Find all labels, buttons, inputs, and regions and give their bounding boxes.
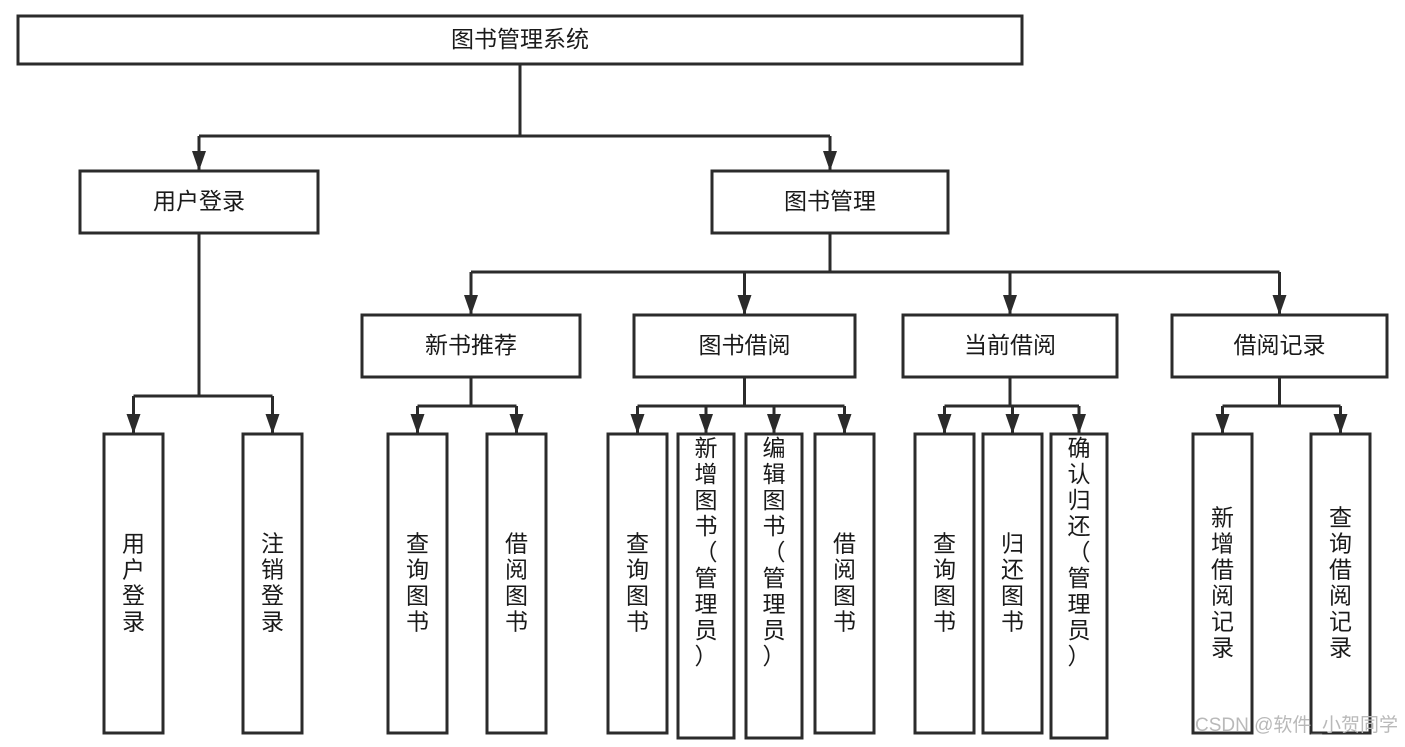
node-leaf-borrow-book[interactable]: 借阅图书 [813, 432, 876, 735]
node-leaf-query-borrow-record[interactable]: 查询借阅记录 [1309, 432, 1372, 735]
node-label-book-manage: 图书管理 [784, 188, 876, 214]
node-leaf-edit-book-admin[interactable]: 编辑图书（管理员） [744, 432, 804, 740]
node-box-leaf-query-book-current [913, 432, 976, 735]
node-box-book-manage [710, 169, 950, 235]
node-label-root: 图书管理系统 [451, 26, 589, 52]
node-label-leaf-edit-book-admin: 编辑图书（管理员） [763, 435, 786, 669]
nodes-layer: 图书管理系统用户登录图书管理新书推荐图书借阅当前借阅借阅记录用户登录注销登录查询… [16, 14, 1389, 740]
node-leaf-add-borrow-record[interactable]: 新增借阅记录 [1191, 432, 1254, 735]
node-borrow-record[interactable]: 借阅记录 [1170, 313, 1389, 379]
node-box-borrow-record [1170, 313, 1389, 379]
node-label-leaf-logout-login: 注销登录 [261, 531, 284, 635]
node-leaf-query-book-current[interactable]: 查询图书 [913, 432, 976, 735]
node-leaf-query-book-recommend[interactable]: 查询图书 [386, 432, 449, 735]
node-label-leaf-query-book-recommend: 查询图书 [406, 531, 429, 635]
node-box-leaf-confirm-return-admin [1049, 432, 1109, 740]
node-label-current-borrow: 当前借阅 [964, 332, 1056, 358]
node-label-leaf-borrow-book-recommend: 借阅图书 [505, 531, 528, 635]
arrow-head-borrow-record-0 [1215, 414, 1230, 434]
node-box-leaf-logout-login [241, 432, 304, 735]
node-leaf-confirm-return-admin[interactable]: 确认归还（管理员） [1049, 432, 1109, 740]
node-box-leaf-user-login [102, 432, 165, 735]
arrow-head-current-borrow-1 [1005, 414, 1020, 434]
node-leaf-logout-login[interactable]: 注销登录 [241, 432, 304, 735]
node-label-leaf-user-login: 用户登录 [122, 531, 145, 635]
node-label-leaf-add-book-admin: 新增图书（管理员） [695, 435, 718, 669]
node-box-user-login [78, 169, 320, 235]
node-leaf-add-book-admin[interactable]: 新增图书（管理员） [676, 432, 736, 740]
connectors-layer [126, 64, 1348, 434]
node-leaf-return-book[interactable]: 归还图书 [981, 432, 1044, 735]
arrow-head-user-login-1 [265, 414, 280, 434]
node-label-leaf-return-book: 归还图书 [1001, 531, 1024, 635]
node-book-manage[interactable]: 图书管理 [710, 169, 950, 235]
node-box-leaf-query-book-borrow [606, 432, 669, 735]
node-label-leaf-query-book-borrow: 查询图书 [626, 531, 649, 635]
node-box-leaf-add-borrow-record [1191, 432, 1254, 735]
arrow-head-book-borrow-2 [767, 414, 781, 434]
arrow-head-book-borrow-0 [630, 414, 645, 434]
node-user-login[interactable]: 用户登录 [78, 169, 320, 235]
node-leaf-query-book-borrow[interactable]: 查询图书 [606, 432, 669, 735]
node-box-leaf-query-book-recommend [386, 432, 449, 735]
node-label-leaf-query-book-current: 查询图书 [933, 531, 956, 635]
node-leaf-borrow-book-recommend[interactable]: 借阅图书 [485, 432, 548, 735]
node-label-user-login: 用户登录 [153, 188, 245, 214]
node-box-leaf-add-book-admin [676, 432, 736, 740]
arrow-head-user-login-0 [126, 414, 141, 434]
node-box-current-borrow [901, 313, 1119, 379]
arrow-head-current-borrow-2 [1072, 414, 1086, 434]
csdn-watermark: CSDN @软件_小贺同学 [1195, 714, 1398, 736]
node-box-leaf-query-borrow-record [1309, 432, 1372, 735]
node-label-leaf-query-borrow-record: 查询借阅记录 [1329, 505, 1352, 661]
node-box-leaf-return-book [981, 432, 1044, 735]
arrow-head-new-book-recommend-0 [410, 414, 425, 434]
arrow-head-book-manage-3 [1272, 295, 1287, 315]
node-root[interactable]: 图书管理系统 [16, 14, 1024, 66]
arrow-head-root-1 [823, 151, 837, 171]
arrow-head-current-borrow-0 [937, 414, 952, 434]
arrow-head-book-manage-0 [464, 295, 478, 315]
arrow-head-book-borrow-3 [837, 414, 852, 434]
node-box-root [16, 14, 1024, 66]
arrow-head-root-0 [192, 151, 206, 171]
node-box-leaf-borrow-book [813, 432, 876, 735]
node-new-book-recommend[interactable]: 新书推荐 [360, 313, 582, 379]
node-box-leaf-borrow-book-recommend [485, 432, 548, 735]
arrow-head-borrow-record-1 [1333, 414, 1348, 434]
node-label-book-borrow: 图书借阅 [699, 332, 791, 358]
arrow-head-book-borrow-1 [699, 414, 713, 434]
arrow-head-book-manage-1 [737, 295, 752, 315]
node-current-borrow[interactable]: 当前借阅 [901, 313, 1119, 379]
node-label-new-book-recommend: 新书推荐 [425, 332, 517, 358]
node-label-leaf-borrow-book: 借阅图书 [833, 531, 856, 635]
node-leaf-user-login[interactable]: 用户登录 [102, 432, 165, 735]
node-label-borrow-record: 借阅记录 [1234, 332, 1326, 358]
node-book-borrow[interactable]: 图书借阅 [632, 313, 857, 379]
node-box-new-book-recommend [360, 313, 582, 379]
node-label-leaf-add-borrow-record: 新增借阅记录 [1211, 505, 1234, 661]
arrow-head-book-manage-2 [1003, 295, 1017, 315]
arrow-head-new-book-recommend-1 [509, 414, 524, 434]
node-label-leaf-confirm-return-admin: 确认归还（管理员） [1068, 435, 1091, 669]
node-box-leaf-edit-book-admin [744, 432, 804, 740]
node-box-book-borrow [632, 313, 857, 379]
